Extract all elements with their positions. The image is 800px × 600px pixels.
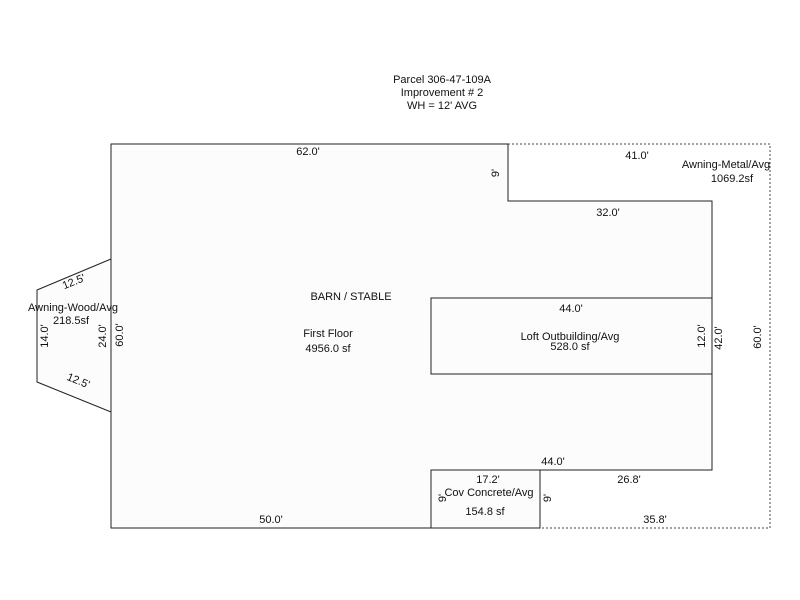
dim-top-main: 62.0' xyxy=(296,146,320,158)
loft-size-label: 528.0 sf xyxy=(550,341,590,353)
awning-metal-outline xyxy=(508,143,771,529)
dim-bottom-main: 50.0' xyxy=(259,514,283,526)
barn-size-label: 4956.0 sf xyxy=(305,343,351,355)
dim-loft-height: 12.0' xyxy=(696,324,708,348)
barn-level-label: First Floor xyxy=(303,328,353,340)
improvement-label: Improvement # 2 xyxy=(401,87,484,99)
dim-wood-outer: 14.0' xyxy=(39,324,51,348)
dim-notch-height: 9' xyxy=(490,169,502,177)
cov-concrete-name-label: Cov Concrete/Avg xyxy=(444,487,533,499)
dim-cov-width: 17.2' xyxy=(476,474,500,486)
awning-wood-size-label: 218.5sf xyxy=(53,315,90,327)
dim-cov-left: 9' xyxy=(437,494,449,502)
cov-concrete-outline xyxy=(430,469,541,529)
loft-name-label: Loft Outbuilding/Avg xyxy=(521,331,620,343)
dim-right-wall: 42.0' xyxy=(713,326,725,350)
dim-cov-right: 9' xyxy=(542,494,554,502)
dim-loft-width: 44.0' xyxy=(559,303,583,315)
loft-outline xyxy=(430,297,713,375)
wall-height-label: WH = 12' AVG xyxy=(407,100,477,112)
dim-lower-notch-width: 44.0' xyxy=(541,456,565,468)
awning-metal-name-label: Awning-Metal/Avg xyxy=(682,159,770,171)
awning-wood-name-label: Awning-Wood/Avg xyxy=(28,302,118,314)
dim-top-awning: 41.0' xyxy=(625,150,649,162)
parcel-label: Parcel 306-47-109A xyxy=(393,74,492,86)
dim-left-wall: 60.0' xyxy=(114,323,126,347)
barn-name-label: BARN / STABLE xyxy=(310,291,391,303)
awning-wood-outline xyxy=(36,258,112,413)
dim-awning-right: 60.0' xyxy=(752,325,764,349)
awning-metal-size-label: 1069.2sf xyxy=(711,173,754,185)
dim-bottom-awning: 35.8' xyxy=(643,514,667,526)
cov-concrete-size-label: 154.8 sf xyxy=(465,506,505,518)
dim-lower-right: 26.8' xyxy=(617,474,641,486)
dim-wood-inner: 24.0' xyxy=(97,324,109,348)
barn-outline xyxy=(110,143,713,529)
dim-notch-width: 32.0' xyxy=(596,207,620,219)
